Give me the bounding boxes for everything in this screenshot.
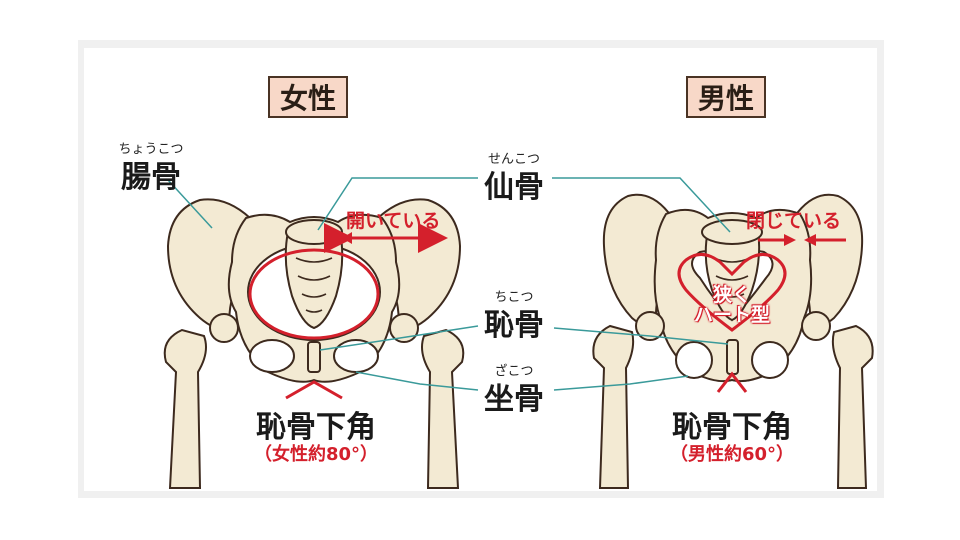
male-heart-highlight: [677, 253, 787, 332]
male-angle-title: 恥骨下角: [672, 410, 792, 445]
female-angle-sub: （女性約80°）: [253, 444, 379, 465]
female-left-femur: [163, 328, 207, 489]
sacrum-ruby: せんこつ: [487, 152, 540, 167]
female-angle-title: 恥骨下角: [256, 410, 376, 445]
male-arrow-head-right: [784, 234, 796, 246]
male-heart-line1: 狭く: [712, 284, 751, 306]
male-right-femur: [831, 324, 874, 489]
male-angle-mark: [716, 371, 748, 393]
female-angle-mark: [285, 380, 343, 400]
male-left-obturator: [675, 341, 713, 379]
male-right-obturator: [751, 341, 789, 379]
ilium-term: 腸骨: [121, 160, 181, 195]
female-inlet-highlight: [248, 248, 380, 340]
male-label: 男性: [686, 76, 766, 118]
sacrum-term: 仙骨: [484, 170, 544, 205]
male-pelvis: [592, 193, 874, 489]
male-sacral-promontory: [701, 219, 763, 245]
female-open-note: 開いている: [346, 210, 441, 232]
ischium-term: 坐骨: [484, 382, 544, 417]
male-pubic-symphysis: [726, 339, 739, 375]
female-sacral-promontory: [285, 219, 343, 245]
ilium-ruby: ちょうこつ: [118, 142, 184, 157]
female-label: 女性: [268, 76, 348, 118]
pubis-ruby: ちこつ: [494, 290, 534, 305]
male-left-femur: [592, 324, 635, 489]
male-arrow-head-left: [804, 234, 816, 246]
female-pubic-symphysis: [307, 341, 321, 373]
male-heart-line2: ハート型: [693, 304, 770, 326]
leader-lines: [167, 177, 731, 391]
female-right-femur: [421, 328, 465, 489]
male-angle-sub: （男性約60°）: [669, 444, 795, 465]
ischium-ruby: ざこつ: [494, 364, 534, 379]
female-left-obturator: [249, 339, 295, 373]
male-closed-note: 閉じている: [746, 210, 842, 232]
pubis-term: 恥骨: [484, 308, 544, 343]
